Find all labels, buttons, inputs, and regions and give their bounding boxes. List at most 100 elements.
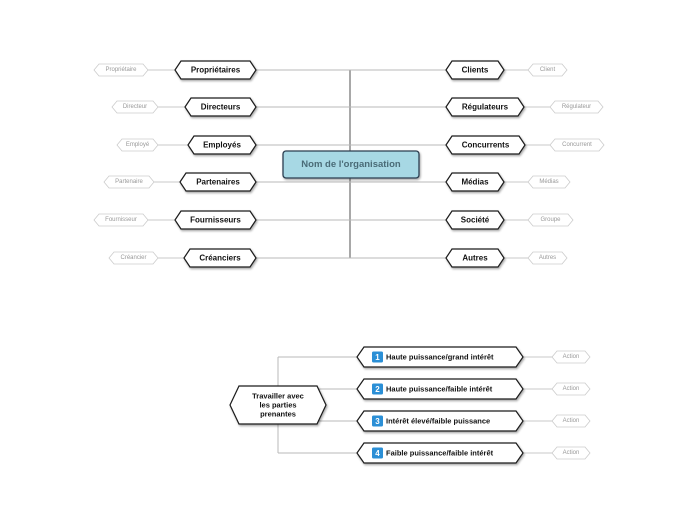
node-directeurs-label: Directeurs bbox=[201, 103, 241, 112]
action-subnode[interactable]: Action bbox=[551, 446, 591, 460]
root-node-label-line: les parties bbox=[259, 401, 296, 410]
node-propriétaires[interactable]: Propriétaires bbox=[174, 60, 257, 80]
number-badge-label: 4 bbox=[375, 449, 380, 458]
subnode-groupe[interactable]: Groupe bbox=[527, 213, 574, 227]
node-créanciers-shape bbox=[183, 248, 257, 268]
list-item-label: Intérêt élevé/faible puissance bbox=[386, 417, 490, 426]
subnode-médias-shape bbox=[527, 175, 571, 189]
subnode-client[interactable]: Client bbox=[527, 63, 568, 77]
subnode-directeur[interactable]: Directeur bbox=[111, 100, 159, 114]
center-node-shape bbox=[282, 150, 420, 179]
list-item-shape bbox=[356, 378, 524, 400]
action-subnode[interactable]: Action bbox=[551, 382, 591, 396]
action-subnode[interactable]: Action bbox=[551, 414, 591, 428]
action-subnode-label: Action bbox=[563, 354, 580, 360]
action-subnode-label: Action bbox=[563, 418, 580, 424]
subnode-fournisseur-shape bbox=[93, 213, 149, 227]
action-subnode-shape bbox=[551, 350, 591, 364]
subnode-médias-label: Médias bbox=[539, 179, 558, 185]
action-subnode-shape bbox=[551, 382, 591, 396]
number-badge-label: 2 bbox=[375, 385, 380, 394]
node-médias-label: Médias bbox=[461, 178, 489, 187]
subnode-concurrent[interactable]: Concurrent bbox=[549, 138, 605, 152]
node-employés[interactable]: Employés bbox=[187, 135, 257, 155]
node-régulateurs-label: Régulateurs bbox=[462, 103, 509, 112]
node-concurrents[interactable]: Concurrents bbox=[445, 135, 526, 155]
root-node-shape bbox=[229, 385, 327, 425]
subnode-concurrent-label: Concurrent bbox=[562, 142, 592, 148]
node-médias[interactable]: Médias bbox=[445, 172, 505, 192]
subnode-directeur-shape bbox=[111, 100, 159, 114]
subnode-créancier[interactable]: Créancier bbox=[108, 251, 159, 265]
number-badge-label: 3 bbox=[375, 417, 380, 426]
node-clients-label: Clients bbox=[462, 66, 489, 75]
list-item-2[interactable]: 2 Haute puissance/faible intérêt bbox=[356, 378, 524, 400]
subnode-régulateur-shape bbox=[549, 100, 604, 114]
action-subnode-shape bbox=[551, 446, 591, 460]
node-régulateurs[interactable]: Régulateurs bbox=[445, 97, 525, 117]
subnode-autres-label: Autres bbox=[539, 255, 556, 261]
subnode-employé[interactable]: Employé bbox=[116, 138, 159, 152]
list-item-3[interactable]: 3 Intérêt élevé/faible puissance bbox=[356, 410, 524, 432]
node-créanciers-label: Créanciers bbox=[199, 254, 241, 263]
list-item-label: Haute puissance/faible intérêt bbox=[386, 385, 493, 394]
subnode-régulateur[interactable]: Régulateur bbox=[549, 100, 604, 114]
center-node[interactable]: Nom de l'organisation bbox=[282, 150, 420, 179]
node-médias-shape bbox=[445, 172, 505, 192]
subnode-propriétaire-shape bbox=[93, 63, 149, 77]
node-société-shape bbox=[445, 210, 505, 230]
node-clients-shape bbox=[445, 60, 505, 80]
subnode-autres[interactable]: Autres bbox=[527, 251, 568, 265]
node-autres[interactable]: Autres bbox=[445, 248, 505, 268]
node-autres-shape bbox=[445, 248, 505, 268]
subnode-employé-label: Employé bbox=[126, 142, 150, 148]
list-item-4[interactable]: 4 Faible puissance/faible intérêt bbox=[356, 442, 524, 464]
diagram-nodes: Propriétaires Propriétaire Clients ClientDi… bbox=[93, 60, 605, 464]
subnode-fournisseur[interactable]: Fournisseur bbox=[93, 213, 149, 227]
subnode-concurrent-shape bbox=[549, 138, 605, 152]
action-subnode[interactable]: Action bbox=[551, 350, 591, 364]
list-item-shape bbox=[356, 410, 524, 432]
subnode-propriétaire[interactable]: Propriétaire bbox=[93, 63, 149, 77]
list-item-1[interactable]: 1 Haute puissance/grand intérêt bbox=[356, 346, 524, 368]
list-item-shape bbox=[356, 346, 524, 368]
node-fournisseurs[interactable]: Fournisseurs bbox=[174, 210, 257, 230]
subnode-autres-shape bbox=[527, 251, 568, 265]
node-partenaires[interactable]: Partenaires bbox=[179, 172, 257, 192]
subnode-groupe-label: Groupe bbox=[540, 217, 561, 223]
subnode-directeur-label: Directeur bbox=[123, 104, 147, 110]
number-badge-icon bbox=[372, 351, 383, 363]
node-employés-label: Employés bbox=[203, 141, 241, 150]
list-item-shape bbox=[356, 442, 524, 464]
subnode-partenaire[interactable]: Partenaire bbox=[103, 175, 155, 189]
connector-lines bbox=[148, 69, 552, 454]
number-badge-icon bbox=[372, 447, 383, 459]
action-subnode-shape bbox=[551, 414, 591, 428]
subnode-médias[interactable]: Médias bbox=[527, 175, 571, 189]
node-partenaires-label: Partenaires bbox=[196, 178, 240, 187]
root-node-label-line: prenantes bbox=[260, 410, 296, 419]
number-badge-icon bbox=[372, 415, 383, 427]
node-directeurs[interactable]: Directeurs bbox=[184, 97, 257, 117]
list-item-label: Haute puissance/grand intérêt bbox=[386, 353, 494, 362]
node-créanciers[interactable]: Créanciers bbox=[183, 248, 257, 268]
node-régulateurs-shape bbox=[445, 97, 525, 117]
subnode-partenaire-shape bbox=[103, 175, 155, 189]
node-propriétaires-label: Propriétaires bbox=[191, 66, 241, 75]
subnode-client-shape bbox=[527, 63, 568, 77]
list-item-label: Faible puissance/faible intérêt bbox=[386, 449, 494, 458]
center-node-label: Nom de l'organisation bbox=[301, 159, 401, 170]
action-subnode-label: Action bbox=[563, 450, 580, 456]
node-société-label: Société bbox=[461, 216, 490, 225]
node-société[interactable]: Société bbox=[445, 210, 505, 230]
node-clients[interactable]: Clients bbox=[445, 60, 505, 80]
subnode-partenaire-label: Partenaire bbox=[115, 179, 143, 185]
node-propriétaires-shape bbox=[174, 60, 257, 80]
subnode-créancier-label: Créancier bbox=[120, 255, 146, 261]
subnode-groupe-shape bbox=[527, 213, 574, 227]
number-badge-label: 1 bbox=[375, 353, 380, 362]
subnode-régulateur-label: Régulateur bbox=[562, 104, 591, 110]
action-subnode-label: Action bbox=[563, 386, 580, 392]
